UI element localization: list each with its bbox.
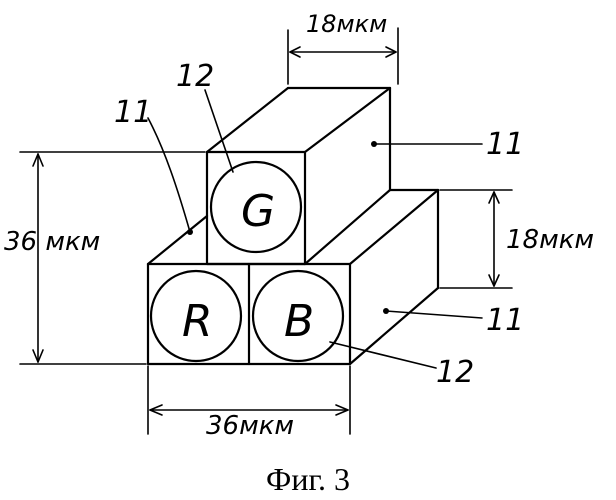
- label-b: B: [284, 296, 314, 347]
- ref-dot-left-corner: [187, 229, 193, 235]
- dim-right-height: [440, 190, 512, 288]
- callout-11-bottom-right: 11: [486, 303, 524, 338]
- dim-bottom-width-label: 36мкм: [206, 411, 294, 441]
- dim-top-width-label: 18мкм: [306, 10, 387, 38]
- top-cube: [207, 88, 390, 264]
- callout-12-bottom: 12: [436, 355, 474, 390]
- callout-11-left: 11: [114, 95, 152, 130]
- figure-caption: Фиг. 3: [266, 461, 350, 497]
- dim-left-height: [20, 152, 205, 364]
- dim-left-height-label: 36 мкм: [4, 227, 100, 257]
- label-r: R: [182, 296, 213, 347]
- callout-11-top-right: 11: [486, 127, 524, 162]
- label-g: G: [241, 186, 275, 237]
- dim-right-height-label: 18мкм: [506, 225, 594, 255]
- ref-dot-top-cube: [371, 141, 377, 147]
- ref-dot-bottom-block: [383, 308, 389, 314]
- callout-12-top: 12: [176, 59, 214, 94]
